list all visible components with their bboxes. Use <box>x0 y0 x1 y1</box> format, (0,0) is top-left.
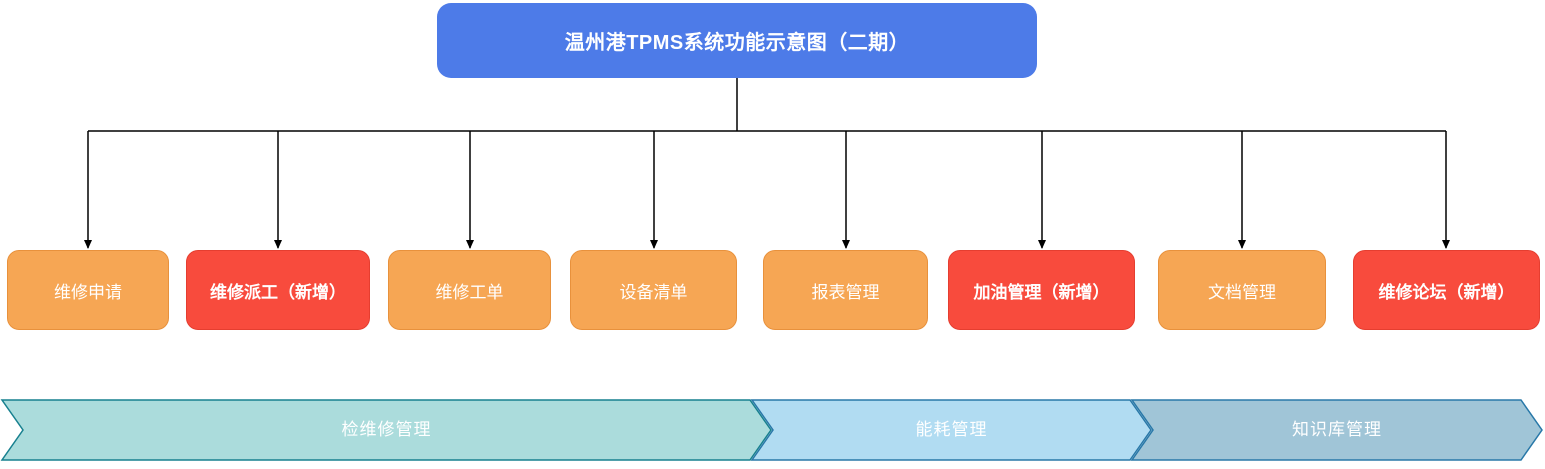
module-label: 报表管理 <box>811 282 880 302</box>
module-node-equipment-list: 设备清单 <box>570 250 737 330</box>
lane-shape-energy <box>750 399 1152 461</box>
lane-shape-maintenance <box>0 399 772 461</box>
diagram-title-node: 温州港TPMS系统功能示意图（二期） <box>437 3 1037 78</box>
module-label: 设备清单 <box>619 282 688 302</box>
module-label: 维修派工（新增） <box>210 282 346 302</box>
module-node-report-mgmt: 报表管理 <box>763 250 928 330</box>
module-node-work-order: 维修工单 <box>388 250 551 330</box>
module-label: 维修论坛（新增） <box>1378 282 1515 302</box>
diagram-title-text: 温州港TPMS系统功能示意图（二期） <box>564 32 910 54</box>
module-node-document-mgmt: 文档管理 <box>1158 250 1326 330</box>
module-label: 加油管理（新增） <box>973 282 1110 302</box>
module-node-repair-forum: 维修论坛（新增） <box>1353 250 1540 330</box>
lane-shape-knowledge <box>1130 399 1543 461</box>
module-node-repair-request: 维修申请 <box>7 250 169 330</box>
module-node-refuel-mgmt: 加油管理（新增） <box>948 250 1135 330</box>
module-label: 文档管理 <box>1208 282 1276 302</box>
module-label: 维修工单 <box>435 282 504 302</box>
module-node-repair-dispatch: 维修派工（新增） <box>186 250 370 330</box>
module-label: 维修申请 <box>54 282 122 302</box>
